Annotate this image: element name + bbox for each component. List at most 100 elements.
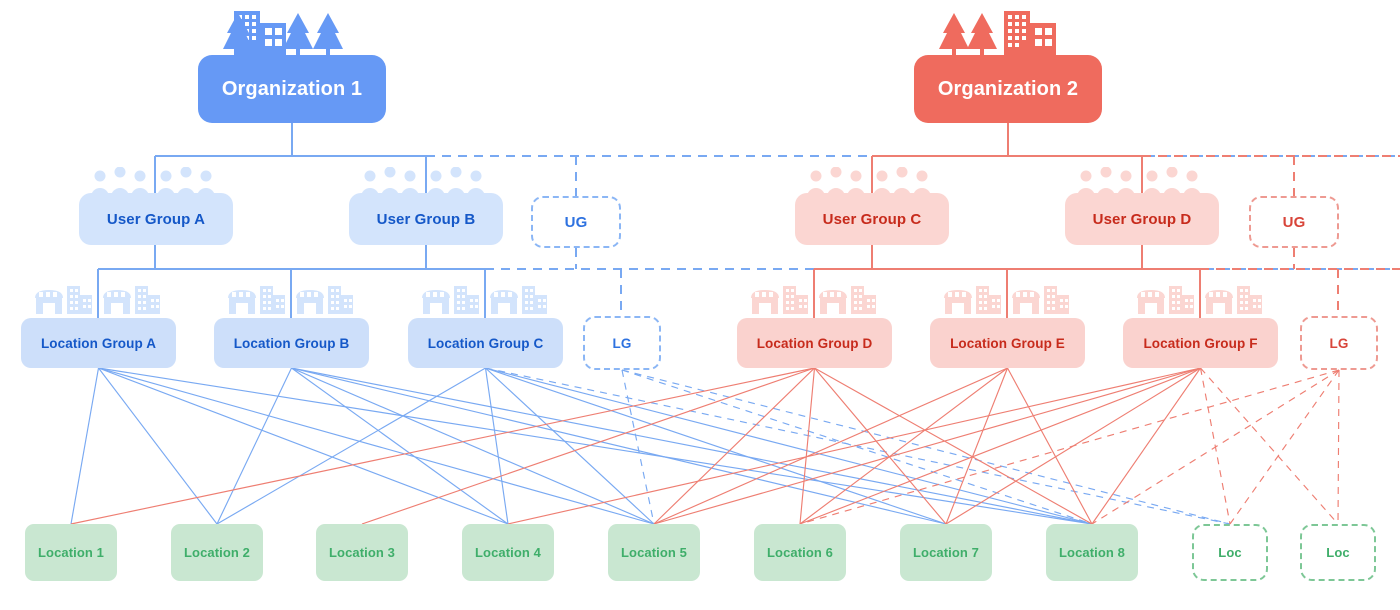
user-group-label: User Group B (376, 210, 476, 228)
storefront-buildings-icon (749, 284, 881, 323)
location-placeholder-label: Loc (1218, 545, 1242, 560)
location-group-label: Location Group A (40, 335, 157, 351)
location-group-placeholder-lg-ghost-right[interactable]: LG (1300, 316, 1378, 370)
location-group-label: Location Group D (756, 335, 873, 351)
mesh-link (1091, 369, 1340, 525)
location-group-lge[interactable]: Location Group E (930, 318, 1085, 368)
storefront-buildings-icon (1135, 284, 1267, 323)
location-label: Location 3 (328, 545, 395, 560)
mesh-link (1091, 367, 1201, 525)
mesh-link (653, 367, 1008, 525)
mesh-link (621, 369, 1231, 525)
mesh-link (98, 367, 509, 525)
mesh-link (98, 367, 655, 525)
location-group-lgf[interactable]: Location Group F (1123, 318, 1278, 368)
location-group-placeholder-lg-ghost-left[interactable]: LG (583, 316, 661, 370)
mesh-link (361, 367, 815, 525)
user-group-label: User Group D (1092, 210, 1192, 228)
mesh-link (1200, 367, 1339, 525)
user-group-placeholder-label: UG (564, 213, 588, 231)
location-group-lgd[interactable]: Location Group D (737, 318, 892, 368)
mesh-link (799, 367, 1201, 525)
people-group-icon (357, 166, 497, 204)
mesh-link (70, 367, 815, 525)
location-loc5[interactable]: Location 5 (608, 524, 700, 581)
mesh-link (216, 367, 486, 525)
location-loc2[interactable]: Location 2 (171, 524, 263, 581)
mesh-link (98, 367, 1093, 525)
location-group-label: Location Group C (427, 335, 544, 351)
location-label: Location 7 (912, 545, 979, 560)
mesh-link (621, 369, 1093, 525)
location-label: Location 5 (620, 545, 687, 560)
mesh-link (507, 367, 1201, 525)
mesh-link (70, 367, 100, 525)
mesh-link (484, 367, 509, 525)
mesh-link (485, 367, 947, 525)
organization-org2[interactable]: Organization 2 (914, 55, 1102, 123)
organization-label: Organization 2 (937, 77, 1079, 100)
user-group-label: User Group A (106, 210, 206, 228)
user-group-label: User Group C (822, 210, 922, 228)
mesh-link (485, 367, 1231, 525)
storefront-buildings-icon (942, 284, 1074, 323)
mesh-link (98, 367, 218, 525)
location-loc1[interactable]: Location 1 (25, 524, 117, 581)
mesh-link (799, 367, 1008, 525)
mesh-link (291, 367, 509, 525)
location-loc3[interactable]: Location 3 (316, 524, 408, 581)
user-group-ugc[interactable]: User Group C (795, 193, 949, 245)
organization-label: Organization 1 (221, 77, 363, 100)
city-skyline-trees-icon (220, 9, 380, 64)
location-group-lga[interactable]: Location Group A (21, 318, 176, 368)
mesh-link (653, 367, 815, 525)
organization-org1[interactable]: Organization 1 (198, 55, 386, 123)
location-group-label: Location Group E (950, 335, 1065, 351)
mesh-link (1199, 367, 1231, 525)
location-placeholder-loc-ghost-1[interactable]: Loc (1192, 524, 1268, 581)
city-skyline-trees-icon (934, 9, 1094, 64)
mesh-link (945, 367, 1009, 525)
mesh-link (1337, 369, 1340, 525)
location-group-placeholder-label: LG (1329, 335, 1349, 351)
user-group-placeholder-ug-ghost-left[interactable]: UG (531, 196, 621, 248)
location-placeholder-loc-ghost-2[interactable]: Loc (1300, 524, 1376, 581)
mesh-link (485, 367, 1093, 525)
user-group-uga[interactable]: User Group A (79, 193, 233, 245)
location-loc7[interactable]: Location 7 (900, 524, 992, 581)
user-group-ugb[interactable]: User Group B (349, 193, 503, 245)
location-loc6[interactable]: Location 6 (754, 524, 846, 581)
mesh-link (1006, 367, 1093, 525)
mesh-link (291, 367, 1093, 525)
location-group-label: Location Group F (1143, 335, 1258, 351)
location-group-lgc[interactable]: Location Group C (408, 318, 563, 368)
location-label: Location 6 (766, 545, 833, 560)
location-label: Location 1 (37, 545, 104, 560)
location-label: Location 2 (183, 545, 250, 560)
mesh-link (653, 367, 1201, 525)
mesh-link (814, 367, 1093, 525)
location-label: Location 8 (1058, 545, 1125, 560)
user-group-placeholder-ug-ghost-right[interactable]: UG (1249, 196, 1339, 248)
location-group-placeholder-label: LG (612, 335, 632, 351)
user-group-placeholder-label: UG (1282, 213, 1306, 231)
mesh-link (291, 367, 655, 525)
storefront-buildings-icon (226, 284, 358, 323)
storefront-buildings-icon (420, 284, 552, 323)
user-group-ugd[interactable]: User Group D (1065, 193, 1219, 245)
mesh-link (814, 367, 947, 525)
location-label: Location 4 (474, 545, 541, 560)
mesh-link (291, 367, 947, 525)
mesh-link (799, 367, 816, 525)
location-group-label: Location Group B (233, 335, 350, 351)
storefront-buildings-icon (33, 284, 165, 323)
mesh-link (621, 369, 655, 525)
mesh-link (799, 369, 1340, 525)
location-loc8[interactable]: Location 8 (1046, 524, 1138, 581)
location-placeholder-label: Loc (1326, 545, 1350, 560)
location-group-lgb[interactable]: Location Group B (214, 318, 369, 368)
mesh-link (216, 367, 293, 525)
location-loc4[interactable]: Location 4 (462, 524, 554, 581)
